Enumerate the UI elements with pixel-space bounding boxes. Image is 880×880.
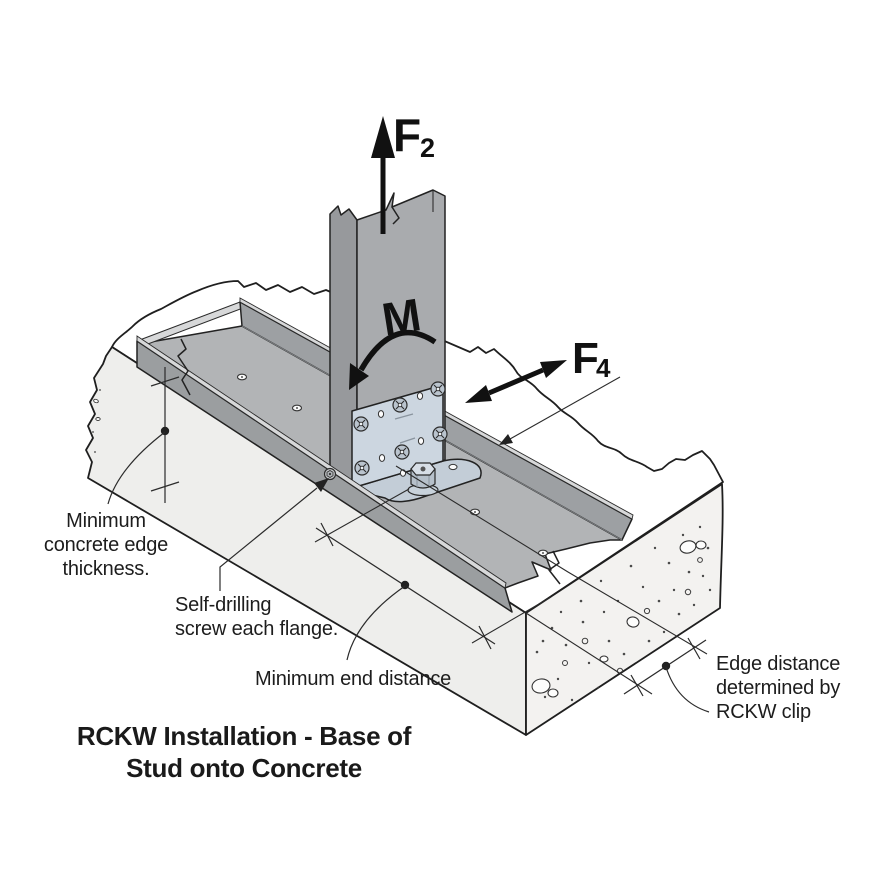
callout-edge-distance-line2: determined by [716, 677, 840, 699]
callout-edge-distance: Edge distance determined by RCKW clip [716, 653, 841, 723]
callouts: Minimum concrete edge thickness. Self-dr… [44, 510, 841, 723]
edge-extension-line [525, 612, 653, 695]
f2-force-arrow [371, 116, 395, 234]
callout-edge-thickness-line1: Minimum [66, 510, 146, 532]
clip-vertical-leg [351, 384, 444, 489]
front-flange-top-edge [136, 335, 507, 589]
clip-stamp-marks [394, 413, 416, 444]
f2-label: F [393, 109, 421, 161]
anchor-centerline [395, 465, 708, 655]
callout-end-distance: Minimum end distance [255, 668, 451, 690]
title-line2: Stud onto Concrete [126, 753, 362, 783]
anchor-bolt [407, 462, 439, 497]
clip-pilot-holes [377, 392, 425, 477]
callout-edge-thickness: Minimum concrete edge thickness. [44, 510, 168, 580]
dimension-edge-distance [623, 637, 710, 713]
moment-arrow [349, 329, 437, 390]
callout-edge-thickness-line3: thickness. [63, 558, 150, 580]
flange-screw [323, 467, 337, 481]
callout-screw-line1: Self-drilling [175, 594, 271, 616]
f4-subscript: 4 [596, 353, 611, 383]
concrete-right-face [525, 483, 724, 736]
f4-force-arrow [465, 360, 567, 403]
forces: F 2 M F 4 [349, 109, 611, 403]
callout-screw-line2: screw each flange. [175, 618, 338, 640]
callout-edge-thickness-line2: concrete edge [44, 534, 168, 556]
callout-edge-distance-line3: RCKW clip [716, 701, 811, 723]
moment-label: M [378, 288, 424, 345]
callout-self-drilling-screw: Self-drilling screw each flange. [175, 594, 338, 640]
concrete-front-face [85, 346, 527, 736]
dimension-end-distance [314, 488, 552, 661]
f4-label: F [572, 334, 599, 383]
track-front-flange [136, 335, 561, 613]
stud-break-crack [391, 206, 400, 225]
clip-leg-hole [448, 463, 458, 471]
f2-subscript: 2 [420, 133, 435, 163]
concrete-speckles [531, 525, 712, 702]
web-break-crack [548, 550, 561, 585]
leader-screw [219, 478, 329, 591]
torn-edge-texture [92, 389, 101, 453]
dimension-edge-thickness [107, 367, 180, 505]
dimensions [107, 367, 710, 713]
callout-edge-distance-line1: Edge distance [716, 653, 840, 675]
clip-screws [353, 381, 448, 476]
flange-break-crack [177, 338, 191, 396]
diagram-title: RCKW Installation - Base of Stud onto Co… [77, 721, 412, 783]
title-line1: RCKW Installation - Base of [77, 721, 412, 751]
leader-track-flange [499, 376, 621, 445]
